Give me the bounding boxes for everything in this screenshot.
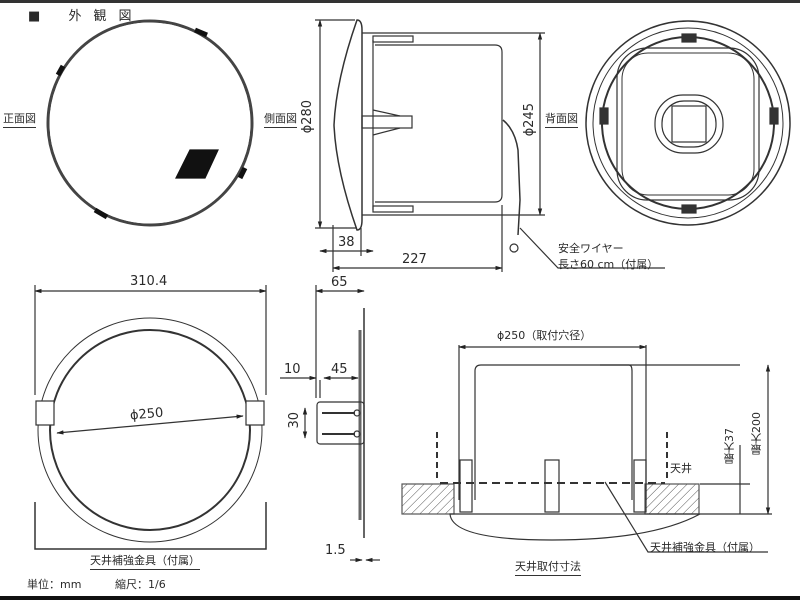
bottom-border (0, 596, 800, 600)
outer-diameter-dim: ϕ280 (300, 100, 315, 134)
body-diameter-dim: ϕ245 (522, 103, 537, 137)
ceiling-label: 天井 (670, 462, 692, 475)
hole-diameter-dim: ϕ250（取付穴径） (497, 329, 592, 342)
back-view (585, 20, 791, 226)
ceiling-mount-caption: 天井取付寸法 (515, 558, 581, 576)
ceiling-bracket-label: 天井補強金具（付属） (650, 541, 760, 554)
bracket-caption: 天井補強金具（付属） (90, 552, 200, 570)
front-view (46, 19, 254, 227)
drawing-title: ■ 外観図 (28, 5, 143, 24)
title-marker: ■ (28, 9, 53, 24)
bracket-side-view (280, 285, 380, 563)
bracket-offset-dim: 10 (284, 362, 301, 377)
scale-label: 縮尺：1/6 (115, 578, 166, 591)
bracket-front-view (34, 285, 267, 550)
ceiling-mount-view (401, 344, 772, 553)
max-thickness-dim: 最大37 (723, 428, 736, 464)
safety-wire-label: 安全ワイヤー 長さ60 cm（付属） (558, 240, 658, 272)
front-view-label: 正面図 (3, 110, 36, 128)
safety-wire-line1: 安全ワイヤー (558, 242, 624, 255)
side-view (315, 19, 665, 272)
bracket-width-dim: 310.4 (130, 274, 168, 289)
flange-depth-dim: 38 (338, 235, 355, 250)
bracket-height-dim: 30 (287, 412, 302, 429)
bracket-thickness-dim: 1.5 (325, 543, 346, 558)
side-view-label: 側面図 (264, 110, 297, 128)
title-text: 外観図 (68, 9, 144, 24)
bracket-depth-dim: 65 (331, 275, 348, 290)
back-view-label: 背面図 (545, 110, 578, 128)
unit-label: 単位：mm (27, 578, 82, 591)
bracket-arm-dim: 45 (331, 362, 348, 377)
max-height-dim: 最大200 (750, 412, 763, 455)
top-border (0, 0, 800, 3)
total-depth-dim: 227 (402, 252, 427, 267)
bracket-inner-diameter-dim: ϕ250 (129, 405, 164, 424)
safety-wire-line2: 長さ60 cm（付属） (558, 258, 659, 271)
